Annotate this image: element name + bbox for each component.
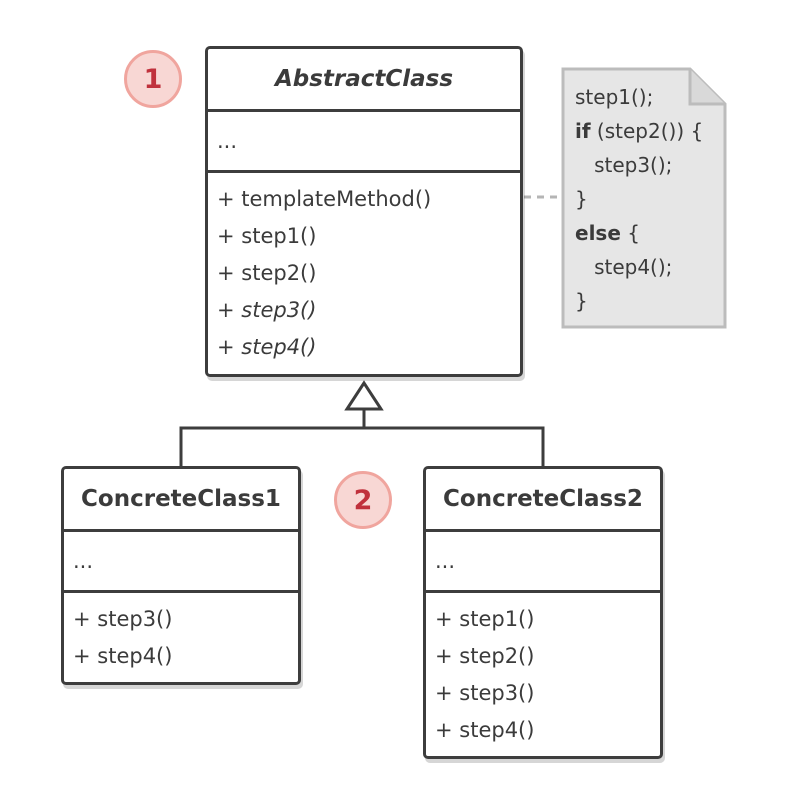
step-badge-2: 2 xyxy=(334,471,392,529)
note-line-6: step4(); xyxy=(575,255,673,279)
note-fold xyxy=(688,69,725,106)
abstract-class-methods: + templateMethod() + step1() + step2() +… xyxy=(208,170,520,366)
method-template-method: + templateMethod() xyxy=(217,187,432,211)
note-line-5-rest: { xyxy=(620,221,640,245)
concrete-class-2-box: ConcreteClass2 ... + step1() + step2() +… xyxy=(423,466,663,759)
concrete-class-1-methods: + step3() + step4() xyxy=(64,590,298,675)
method-step2: + step2() xyxy=(435,644,535,668)
note-keyword-else: else xyxy=(575,221,621,245)
method-step1: + step1() xyxy=(435,607,535,631)
method-step4-abstract: + step4() xyxy=(217,335,317,359)
method-step3: + step3() xyxy=(435,681,535,705)
note-line-5: else { xyxy=(575,216,703,250)
note-line-3: step3(); xyxy=(575,153,673,177)
note-line-2-rest: (step2()) { xyxy=(590,119,704,143)
method-step1: + step1() xyxy=(217,224,317,248)
note-line-7: } xyxy=(575,289,588,313)
concrete-class-1-box: ConcreteClass1 ... + step3() + step4() xyxy=(61,466,301,685)
abstract-class-box: AbstractClass ... + templateMethod() + s… xyxy=(205,46,523,377)
note-keyword-if: if xyxy=(575,119,591,143)
method-step4: + step4() xyxy=(435,718,535,742)
concrete-class-1-title: ConcreteClass1 xyxy=(81,486,281,512)
method-step2: + step2() xyxy=(217,261,317,285)
inheritance-arrowhead xyxy=(344,380,384,411)
inheritance-connector-right xyxy=(364,426,545,468)
note-line-2: if (step2()) { xyxy=(575,114,703,148)
template-method-note: step1(); if (step2()) { step3(); } else … xyxy=(575,80,703,318)
abstract-class-title: AbstractClass xyxy=(274,66,454,92)
concrete-class-2-methods: + step1() + step2() + step3() + step4() xyxy=(426,590,660,749)
concrete-class-1-fields: ... xyxy=(64,529,298,590)
abstract-class-fields: ... xyxy=(208,109,520,170)
note-line-4: } xyxy=(575,187,588,211)
method-step4: + step4() xyxy=(73,644,173,668)
method-step3-abstract: + step3() xyxy=(217,298,317,322)
note-shape xyxy=(561,67,727,329)
step-badge-1: 1 xyxy=(124,50,182,108)
concrete-class-2-fields: ... xyxy=(426,529,660,590)
note-line-1: step1(); xyxy=(575,85,654,109)
method-step3: + step3() xyxy=(73,607,173,631)
inheritance-connector-left xyxy=(179,410,366,468)
concrete-class-2-title: ConcreteClass2 xyxy=(443,486,643,512)
